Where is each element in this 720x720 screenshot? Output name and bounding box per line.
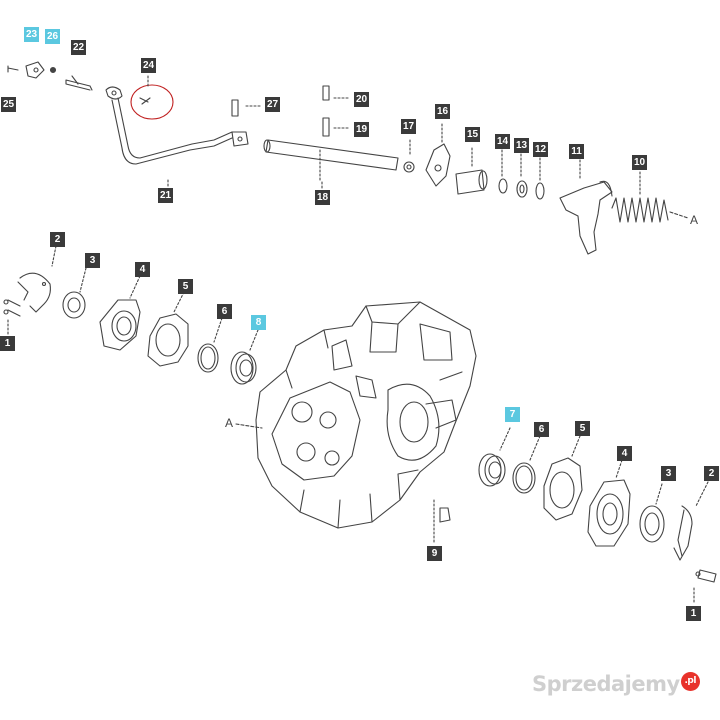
callout-3-left: 3 bbox=[85, 253, 100, 268]
callout-7-right: 7 bbox=[505, 407, 520, 422]
bearing-8-left bbox=[230, 329, 259, 385]
watermark-text: Sprzedajemy bbox=[532, 672, 680, 696]
pin-22 bbox=[65, 75, 93, 91]
callout-1-left: 1 bbox=[0, 336, 15, 351]
highlight-circle-24 bbox=[130, 84, 174, 120]
gasket-5-left bbox=[147, 291, 189, 367]
callout-14: 14 bbox=[495, 134, 510, 149]
ring-17 bbox=[403, 139, 415, 173]
watermark-suffix: .pl bbox=[680, 672, 700, 691]
callout-21: 21 bbox=[158, 188, 173, 203]
ring-14 bbox=[498, 149, 508, 194]
spring-pin-24 bbox=[139, 97, 151, 105]
small-bolt-25 bbox=[7, 65, 19, 73]
bushing-15 bbox=[455, 147, 488, 195]
callout-3-right: 3 bbox=[661, 466, 676, 481]
callout-5-right: 5 bbox=[575, 421, 590, 436]
seal-3-right bbox=[639, 483, 665, 543]
ring-12 bbox=[535, 157, 545, 200]
callout-25: 25 bbox=[1, 97, 16, 112]
callout-22: 22 bbox=[71, 40, 86, 55]
callout-11: 11 bbox=[569, 144, 584, 159]
cover-plate-2-left bbox=[17, 245, 57, 313]
callout-2-right: 2 bbox=[704, 466, 719, 481]
roll-pin-20 bbox=[322, 85, 351, 101]
ring-13 bbox=[516, 153, 528, 198]
watermark: Sprzedajemy.pl bbox=[532, 672, 700, 696]
callout-20: 20 bbox=[354, 92, 369, 107]
ref-label-a-left: A bbox=[225, 416, 234, 430]
ref-label-a-right: A bbox=[690, 213, 699, 227]
callout-16: 16 bbox=[435, 104, 450, 119]
gasket-5-right bbox=[543, 435, 583, 521]
bolts-1-left bbox=[3, 299, 21, 335]
callout-4-left: 4 bbox=[135, 262, 150, 277]
callout-15: 15 bbox=[465, 127, 480, 142]
shift-rod-21 bbox=[105, 86, 249, 165]
cover-plate-2-right bbox=[673, 481, 709, 561]
nut-26 bbox=[49, 66, 57, 74]
callout-4-right: 4 bbox=[617, 446, 632, 461]
bearing-7-right bbox=[478, 427, 511, 487]
callout-9: 9 bbox=[427, 546, 442, 561]
callout-24: 24 bbox=[141, 58, 156, 73]
bearing-housing-4-left bbox=[99, 275, 141, 351]
plug-9 bbox=[433, 499, 451, 545]
callout-2-left: 2 bbox=[50, 232, 65, 247]
callout-13: 13 bbox=[514, 138, 529, 153]
callout-6-left: 6 bbox=[217, 304, 232, 319]
bolt-1-right bbox=[693, 569, 717, 603]
shaft-18 bbox=[263, 139, 399, 183]
circlip-6-right bbox=[512, 435, 541, 494]
callout-27: 27 bbox=[265, 97, 280, 112]
callout-17: 17 bbox=[401, 119, 416, 134]
circlip-6-left bbox=[197, 317, 223, 373]
callout-18: 18 bbox=[315, 190, 330, 205]
plate-16 bbox=[425, 123, 451, 187]
spring-10 bbox=[611, 171, 689, 223]
callout-26: 26 bbox=[45, 29, 60, 44]
roll-pin-19 bbox=[322, 117, 351, 137]
callout-10: 10 bbox=[632, 155, 647, 170]
callout-5-left: 5 bbox=[178, 279, 193, 294]
bearing-housing-4-right bbox=[587, 459, 631, 547]
callout-6-right: 6 bbox=[534, 422, 549, 437]
callout-8-left: 8 bbox=[251, 315, 266, 330]
callout-19: 19 bbox=[354, 122, 369, 137]
arrow-a-left-line bbox=[235, 423, 263, 429]
transmission-housing bbox=[255, 301, 477, 529]
callout-1-right: 1 bbox=[686, 606, 701, 621]
seal-3-left bbox=[62, 267, 87, 319]
bracket-23 bbox=[25, 61, 45, 79]
callout-12: 12 bbox=[533, 142, 548, 157]
callout-23: 23 bbox=[24, 27, 39, 42]
fork-11 bbox=[559, 159, 613, 255]
pin-27 bbox=[231, 99, 263, 117]
